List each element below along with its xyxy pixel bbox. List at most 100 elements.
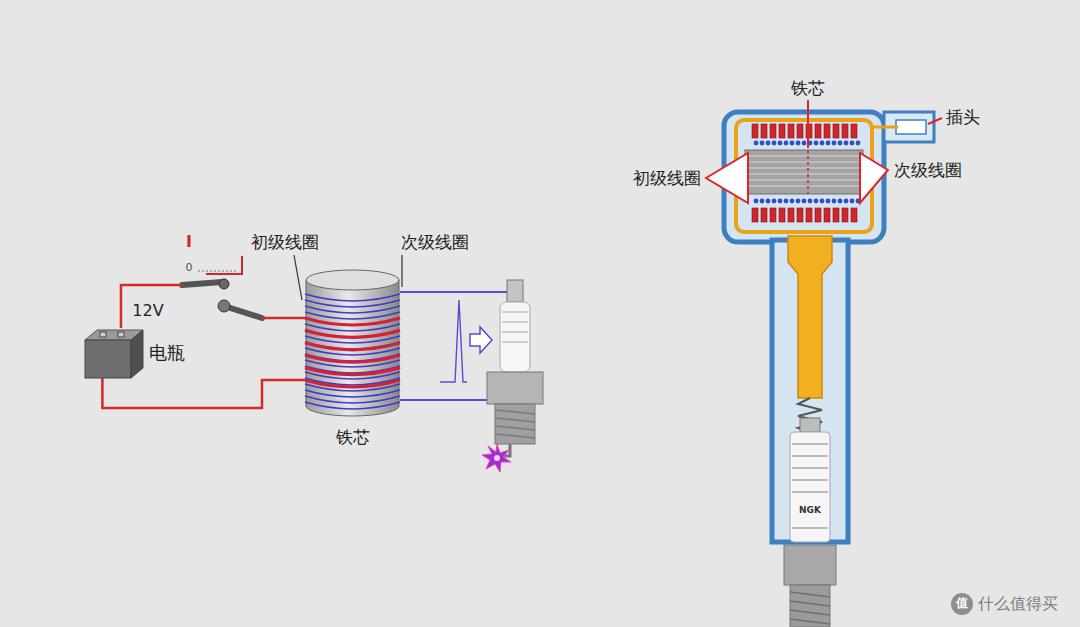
secondary-turn — [754, 141, 759, 146]
primary-turn — [770, 208, 776, 222]
switch-contact-point — [218, 300, 230, 312]
switch-pivot — [219, 279, 229, 289]
primary-winding — [305, 380, 400, 387]
part-label: 初级线圈 — [633, 169, 701, 188]
plug-insulator — [500, 302, 530, 372]
primary-turn — [806, 208, 812, 222]
secondary-turn — [760, 199, 765, 204]
secondary-winding — [305, 396, 400, 403]
insulator-ribs — [502, 312, 528, 342]
leader-line — [401, 255, 402, 287]
primary-turn — [770, 124, 776, 138]
primary-winding — [305, 355, 400, 362]
battery-side — [131, 330, 143, 378]
secondary-winding — [305, 342, 400, 349]
leader-wedge — [706, 153, 748, 203]
primary-turn — [842, 124, 848, 138]
secondary-turn — [844, 199, 849, 204]
secondary-turn — [772, 141, 777, 146]
secondary-turn — [796, 141, 801, 146]
primary-winding — [305, 368, 400, 375]
switch-off-mark: 0 — [186, 262, 193, 274]
primary-turn — [851, 208, 857, 222]
secondary-turn — [784, 141, 789, 146]
secondary-winding — [305, 312, 400, 319]
secondary-turn — [802, 141, 807, 146]
secondary-turn — [826, 141, 831, 146]
leader-line — [294, 255, 302, 300]
ignition-coil-shape — [305, 268, 400, 418]
secondary-turn — [850, 199, 855, 204]
secondary-turn — [826, 199, 831, 204]
secondary-turn — [766, 141, 771, 146]
voltage-pulse — [440, 300, 467, 382]
primary-turn — [761, 208, 767, 222]
secondary-winding — [305, 318, 400, 325]
secondary-turn — [778, 141, 783, 146]
primary-winding — [305, 318, 400, 325]
hv-rod — [788, 236, 832, 398]
primary-turn — [815, 208, 821, 222]
thread-lines — [495, 410, 535, 438]
thread-lines — [790, 592, 830, 624]
secondary-turn — [796, 199, 801, 204]
secondary-winding — [305, 300, 400, 307]
watermark: 什么值得买 — [978, 595, 1058, 613]
spring — [798, 398, 822, 432]
iron-core — [745, 150, 863, 194]
plug-hex — [784, 545, 836, 585]
primary-winding — [305, 330, 400, 337]
part-label: 次级线圈 — [894, 161, 962, 180]
core-axis — [807, 150, 809, 194]
secondary-turn — [832, 199, 837, 204]
secondary-turn — [790, 199, 795, 204]
battery-front — [85, 340, 131, 378]
battery: 电瓶 — [85, 328, 143, 378]
switch-lever — [182, 282, 222, 285]
secondary-turn — [832, 141, 837, 146]
primary-turn — [752, 208, 758, 222]
secondary-turn — [814, 141, 819, 146]
secondary-turn — [766, 199, 771, 204]
ignition-coil: 铁芯 — [305, 268, 400, 418]
battery-terminal — [100, 332, 106, 337]
part-label: 电瓶 — [149, 343, 185, 363]
part-label: 铁芯 — [791, 79, 825, 98]
secondary-winding — [305, 306, 400, 313]
watermark-logo — [951, 593, 973, 615]
primary-turn — [851, 124, 857, 138]
secondary-winding — [305, 330, 400, 337]
secondary-turn — [820, 141, 825, 146]
part-label: 插头 — [946, 108, 980, 127]
leader-line — [807, 100, 809, 148]
plug-thread — [495, 404, 535, 444]
primary-turn — [788, 208, 794, 222]
primary-turn — [797, 208, 803, 222]
secondary-winding — [305, 294, 400, 301]
secondary-turn — [838, 141, 843, 146]
primary-turn — [842, 208, 848, 222]
brand-mark: NGK — [799, 506, 821, 516]
plug-thread — [790, 585, 830, 627]
plug-insulator — [790, 432, 830, 542]
secondary-turn — [820, 199, 825, 204]
secondary-turn — [838, 199, 843, 204]
secondary-turn — [844, 141, 849, 146]
connector-lead — [872, 126, 898, 129]
core-laminations — [746, 156, 862, 186]
secondary-turn — [856, 141, 861, 146]
primary-turn — [779, 208, 785, 222]
primary-turn — [815, 124, 821, 138]
hollow-arrow — [470, 327, 492, 353]
switch-on-mark: I — [186, 233, 192, 251]
primary-turn — [833, 124, 839, 138]
primary-turn — [752, 124, 758, 138]
part-label: 初级线圈 — [251, 233, 319, 252]
primary-turn — [761, 124, 767, 138]
voltage-label: 12V — [132, 302, 163, 320]
primary-turn — [779, 124, 785, 138]
spark — [482, 444, 511, 472]
secondary-turn — [850, 141, 855, 146]
primary-turn — [833, 208, 839, 222]
